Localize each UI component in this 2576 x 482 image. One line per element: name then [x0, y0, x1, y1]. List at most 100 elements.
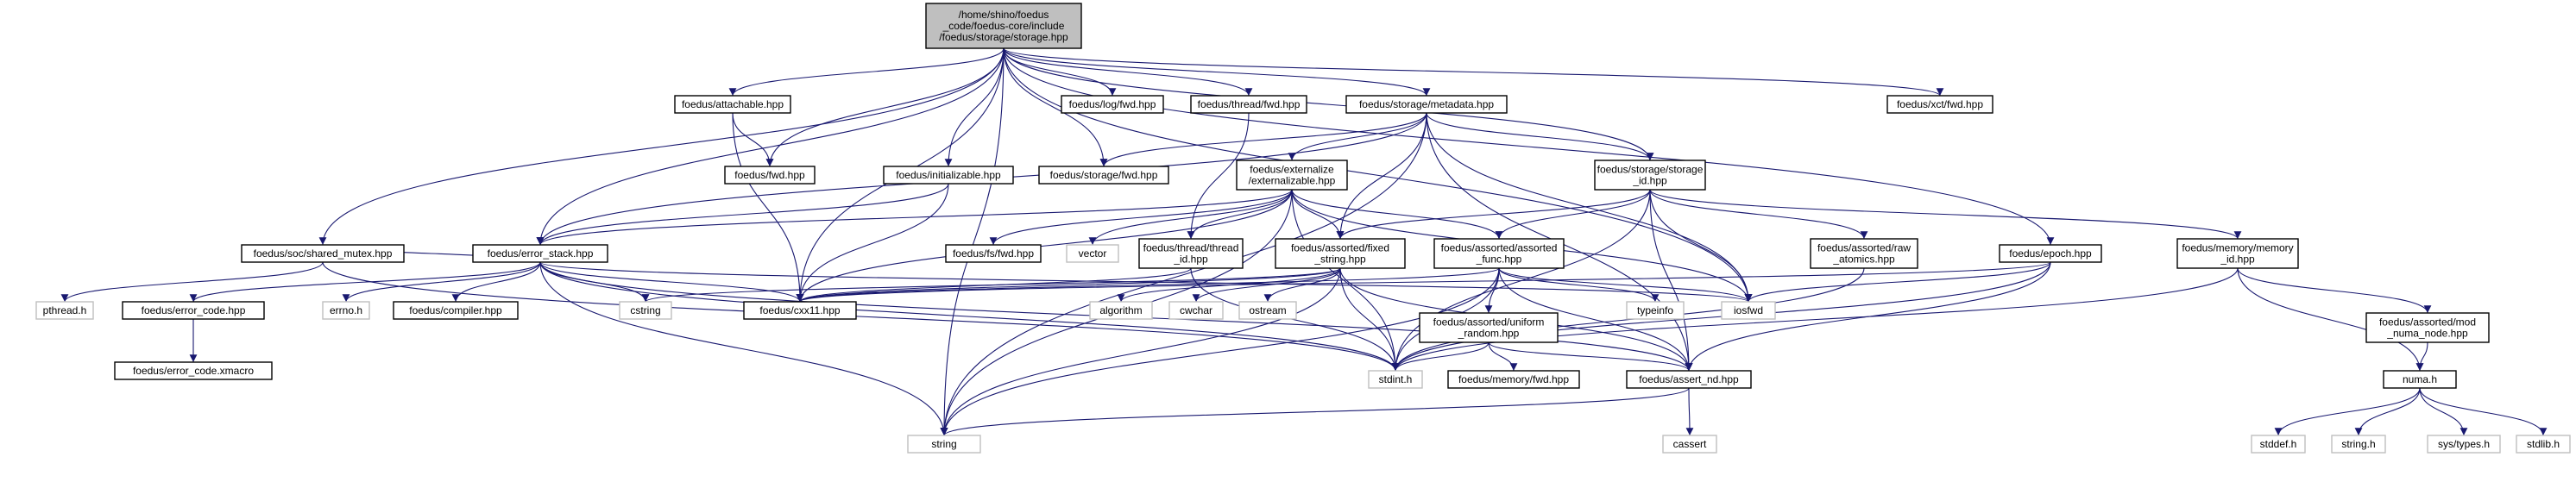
node-label: foedus/fs/fwd.hpp [953, 247, 1034, 260]
edge-root-to-log-fwd [1003, 47, 1117, 97]
node-box [1038, 166, 1169, 185]
node-raw-atomics[interactable]: foedus/assorted/raw_atomics.hpp [1810, 238, 1918, 269]
node-thread-id[interactable]: foedus/thread/thread_id.hpp [1138, 238, 1244, 269]
node-box [1345, 95, 1508, 114]
edge-error-stack-to-stdint [539, 261, 1400, 372]
node-label: stddef.h [2260, 438, 2297, 450]
node-xct-fwd[interactable]: foedus/xct/fwd.hpp [1886, 95, 1993, 114]
node-label: _func.hpp [1476, 254, 1522, 266]
node-label: foedus/assorted/uniform [1433, 316, 1545, 329]
node-box [472, 244, 608, 263]
edge-fixed-string-to-string [940, 267, 1341, 436]
node-label: foedus/attachable.hpp [682, 98, 784, 110]
node-label: foedus/memory/memory [2182, 242, 2293, 254]
node-box [1810, 238, 1918, 269]
node-label: _random.hpp [1458, 328, 1520, 340]
node-label: sys/types.h [2438, 438, 2490, 450]
node-thread-fwd[interactable]: foedus/thread/fwd.hpp [1190, 95, 1307, 114]
edge-root-to-string [940, 47, 1005, 436]
node-log-fwd[interactable]: foedus/log/fwd.hpp [1061, 95, 1164, 114]
node-memory-id[interactable]: foedus/memory/memory_id.hpp [2176, 238, 2299, 269]
edge-metadata-to-storage-fwd [1099, 112, 1427, 167]
node-label: _numa_node.hpp [2386, 328, 2468, 340]
node-initializable[interactable]: foedus/initializable.hpp [883, 166, 1014, 185]
edge-initializable-to-error-stack [536, 183, 949, 246]
node-box [1236, 160, 1348, 191]
node-label: typeinfo [1637, 304, 1673, 316]
node-error-code[interactable]: foedus/error_code.hpp [122, 301, 265, 320]
node-label: foedus/error_code.hpp [142, 304, 246, 316]
node-numa[interactable]: numa.h [2383, 370, 2457, 389]
node-label: foedus/assorted/raw [1817, 242, 1911, 254]
node-box [1594, 160, 1706, 191]
edge-error-stack-to-error-code [189, 261, 541, 303]
node-label: cwchar [1180, 304, 1212, 316]
node-box [907, 435, 981, 454]
node-fixed-string[interactable]: foedus/assorted/fixed_string.hpp [1275, 238, 1406, 269]
node-label: foedus/thread/thread [1143, 242, 1239, 254]
node-fs-fwd[interactable]: foedus/fs/fwd.hpp [945, 244, 1042, 263]
edge-thread-fwd-to-thread-id [1187, 112, 1250, 240]
node-storage-id[interactable]: foedus/storage/storage_id.hpp [1594, 160, 1706, 191]
node-label: iosfwd [1734, 304, 1763, 316]
node-metadata[interactable]: foedus/storage/metadata.hpp [1345, 95, 1508, 114]
edge-storage-id-to-assorted-func [1495, 189, 1651, 240]
node-label: pthread.h [43, 304, 87, 316]
node-label: /foedus/storage/storage.hpp [939, 31, 1068, 43]
edge-memory-id-to-numa [2237, 267, 2424, 372]
node-box [2516, 435, 2571, 454]
node-box [1061, 95, 1164, 114]
edge-numa-to-sys-types [2419, 387, 2468, 436]
edge-numa-to-stdlib [2419, 387, 2548, 436]
node-externalizable[interactable]: foedus/externalize/externalizable.hpp [1236, 160, 1348, 191]
edge-fixed-string-to-cwchar [1192, 267, 1341, 303]
node-mod-numa[interactable]: foedus/assorted/mod_numa_node.hpp [2365, 312, 2490, 343]
edge-shared-mutex-to-stdint [322, 261, 1400, 372]
node-box [1662, 435, 1717, 454]
node-box [1138, 238, 1244, 269]
edge-externalizable-to-assorted-func [1291, 189, 1503, 240]
edge-root-to-storage-fwd [1003, 47, 1108, 167]
node-box [122, 301, 265, 320]
node-shared-mutex[interactable]: foedus/soc/shared_mutex.hpp [241, 244, 405, 263]
edge-root-to-initializable [944, 47, 1005, 167]
node-cxx11[interactable]: foedus/cxx11.hpp [743, 301, 857, 320]
node-box [883, 166, 1014, 185]
edge-numa-to-string-h [2354, 387, 2421, 436]
node-label: foedus/initializable.hpp [896, 169, 1001, 181]
node-assert-nd[interactable]: foedus/assert_nd.hpp [1626, 370, 1752, 389]
edge-epoch-to-cxx11 [797, 261, 2051, 303]
node-box [1626, 370, 1752, 389]
edge-attachable-to-cxx11 [732, 112, 804, 303]
node-label: foedus/thread/fwd.hpp [1198, 98, 1301, 110]
node-box [2365, 312, 2490, 343]
edge-root-to-xct-fwd [1003, 47, 1944, 97]
edge-error-stack-to-errno [342, 261, 541, 303]
edge-error-stack-to-string [539, 261, 948, 436]
node-compiler[interactable]: foedus/compiler.hpp [393, 301, 519, 320]
node-fwd[interactable]: foedus/fwd.hpp [724, 166, 816, 185]
node-cassert: cassert [1662, 435, 1717, 454]
node-epoch[interactable]: foedus/epoch.hpp [1999, 244, 2102, 263]
node-box [1368, 370, 1423, 389]
node-label: foedus/fwd.hpp [734, 169, 805, 181]
node-box [2176, 238, 2299, 269]
node-storage-fwd[interactable]: foedus/storage/fwd.hpp [1038, 166, 1169, 185]
node-root[interactable]: /home/shino/foedus_code/foedus-core/incl… [925, 3, 1082, 49]
node-label: foedus/epoch.hpp [2009, 247, 2092, 260]
node-error-code-xmacro[interactable]: foedus/error_code.xmacro [114, 361, 273, 380]
edge-error-stack-to-cxx11 [539, 261, 804, 303]
node-memory-fwd[interactable]: foedus/memory/fwd.hpp [1447, 370, 1580, 389]
node-box [35, 301, 94, 320]
node-box [945, 244, 1042, 263]
node-label: _id.hpp [1632, 175, 1667, 187]
node-assorted-func[interactable]: foedus/assorted/assorted_func.hpp [1433, 238, 1565, 269]
node-uniform-random[interactable]: foedus/assorted/uniform_random.hpp [1419, 312, 1559, 343]
edge-root-to-thread-fwd [1003, 47, 1253, 97]
node-label: foedus/cxx11.hpp [759, 304, 841, 316]
node-error-stack[interactable]: foedus/error_stack.hpp [472, 244, 608, 263]
node-attachable[interactable]: foedus/attachable.hpp [674, 95, 791, 114]
node-label: foedus/compiler.hpp [409, 304, 502, 316]
edge-assorted-func-to-cxx11 [796, 267, 1500, 303]
